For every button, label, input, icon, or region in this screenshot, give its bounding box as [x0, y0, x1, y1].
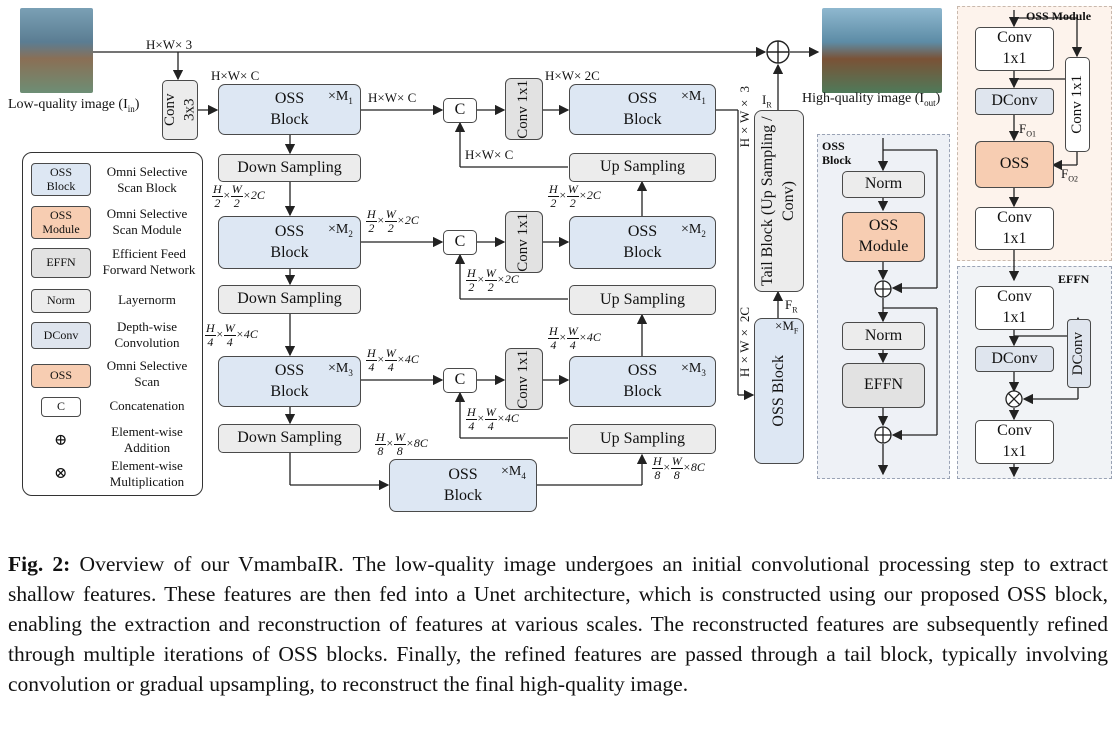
m1-dec-label: ×M1 — [681, 89, 706, 106]
up-sampling-1: Up Sampling — [569, 153, 716, 182]
effn-dconv: DConv — [975, 346, 1054, 372]
m1-enc-label: ×M1 — [328, 89, 353, 106]
module-conv1x1-top: Conv 1x1 — [975, 27, 1054, 71]
fo2-label: FO2 — [1061, 166, 1079, 184]
effn-panel-title: EFFN — [1058, 272, 1090, 286]
effn-side-dconv: DConv — [1067, 319, 1091, 388]
conv1x1-3: Conv 1x1 — [505, 348, 543, 410]
dim-hw2c: H×W× 2C — [545, 68, 600, 83]
oss-module-panel-title: OSS Module — [1026, 9, 1092, 23]
multiplication-icon: ⊗ — [54, 465, 68, 482]
effn-conv1x1-top: Conv 1x1 — [975, 286, 1054, 330]
dim-hw3: H×W× 3 — [146, 37, 193, 52]
m2-enc-label: ×M2 — [328, 222, 353, 239]
legend-addition-desc: Element-wise Addition — [111, 424, 183, 456]
panel-norm-2: Norm — [842, 322, 925, 350]
m4-label: ×M4 — [501, 464, 526, 481]
concat-3: C — [443, 368, 477, 393]
up-sampling-2: Up Sampling — [569, 285, 716, 315]
legend-dconv-desc: Depth-wise Convolution — [114, 319, 180, 351]
dim-hw3-vert: H×W× 3 — [737, 86, 752, 148]
concat-2: C — [443, 230, 477, 255]
panel-norm-1: Norm — [842, 171, 925, 198]
concat-1: C — [443, 98, 477, 123]
dim-hwc-up: H×W× C — [465, 147, 514, 162]
panel-oss-module: OSS Module — [842, 212, 925, 262]
low-quality-label: Low-quality image (Iin) — [8, 97, 140, 114]
m3-enc-label: ×M3 — [328, 361, 353, 378]
legend-oss-desc: Omni Selective Scan — [106, 358, 188, 390]
caption-label: Fig. 2: — [8, 552, 71, 576]
legend-norm-desc: Layernorm — [118, 292, 176, 307]
module-conv1x1-bottom: Conv 1x1 — [975, 207, 1054, 250]
legend-effn-desc: Efficient Feed Forward Network — [102, 246, 196, 278]
fo1-label: FO1 — [1019, 121, 1037, 139]
addition-icon: ⊕ — [54, 432, 68, 449]
legend-concat-desc: Concatenation — [109, 398, 185, 413]
low-quality-image — [20, 8, 93, 93]
down-sampling-2: Down Sampling — [218, 285, 361, 314]
down-sampling-1: Down Sampling — [218, 154, 361, 182]
fr-label: FR — [785, 297, 798, 315]
dim-hwc-2: H×W× C — [368, 90, 417, 105]
up-sampling-3: Up Sampling — [569, 424, 716, 454]
m2-dec-label: ×M2 — [681, 222, 706, 239]
conv3x3-block: Conv 3x3 — [162, 80, 198, 140]
m3-dec-label: ×M3 — [681, 361, 706, 378]
legend-oss-module-desc: Omni Selective Scan Module — [106, 206, 188, 238]
ir-label: IR — [762, 92, 772, 110]
high-quality-image — [822, 8, 942, 93]
module-side-conv: Conv 1x1 — [1065, 57, 1090, 152]
mf-label: ×MF — [775, 318, 799, 336]
high-quality-label: High-quality image (Iout) — [802, 91, 941, 108]
down-sampling-3: Down Sampling — [218, 424, 361, 453]
legend-concat-swatch: C — [41, 397, 81, 417]
legend-dconv-swatch: DConv — [31, 322, 91, 349]
legend-oss-swatch: OSS — [31, 364, 91, 388]
legend-oss-block-desc: Omni Selective Scan Block — [106, 164, 188, 196]
conv1x1-2: Conv 1x1 — [505, 211, 543, 273]
module-oss: OSS — [975, 141, 1054, 188]
conv1x1-1: Conv 1x1 — [505, 78, 543, 140]
legend-norm-swatch: Norm — [31, 289, 91, 313]
legend-multiplication-desc: Element-wise Multiplication — [109, 458, 185, 490]
tail-block: Tail Block (Up Sampling / Conv) — [754, 110, 804, 292]
oss-block-final: OSS Block — [754, 318, 804, 464]
legend-effn-swatch: EFFN — [31, 248, 91, 278]
effn-conv1x1-bottom: Conv 1x1 — [975, 420, 1054, 464]
oss-block-panel-title: OSS Block — [822, 139, 852, 168]
figure-caption: Fig. 2: Overview of our VmambaIR. The lo… — [8, 549, 1108, 699]
dim-hw2c-vert: H×W× 2C — [737, 307, 752, 378]
dim-hwc-1: H×W× C — [211, 68, 260, 83]
module-dconv: DConv — [975, 88, 1054, 115]
caption-text: Overview of our VmambaIR. The low-qualit… — [8, 552, 1109, 696]
panel-effn: EFFN — [842, 363, 925, 408]
